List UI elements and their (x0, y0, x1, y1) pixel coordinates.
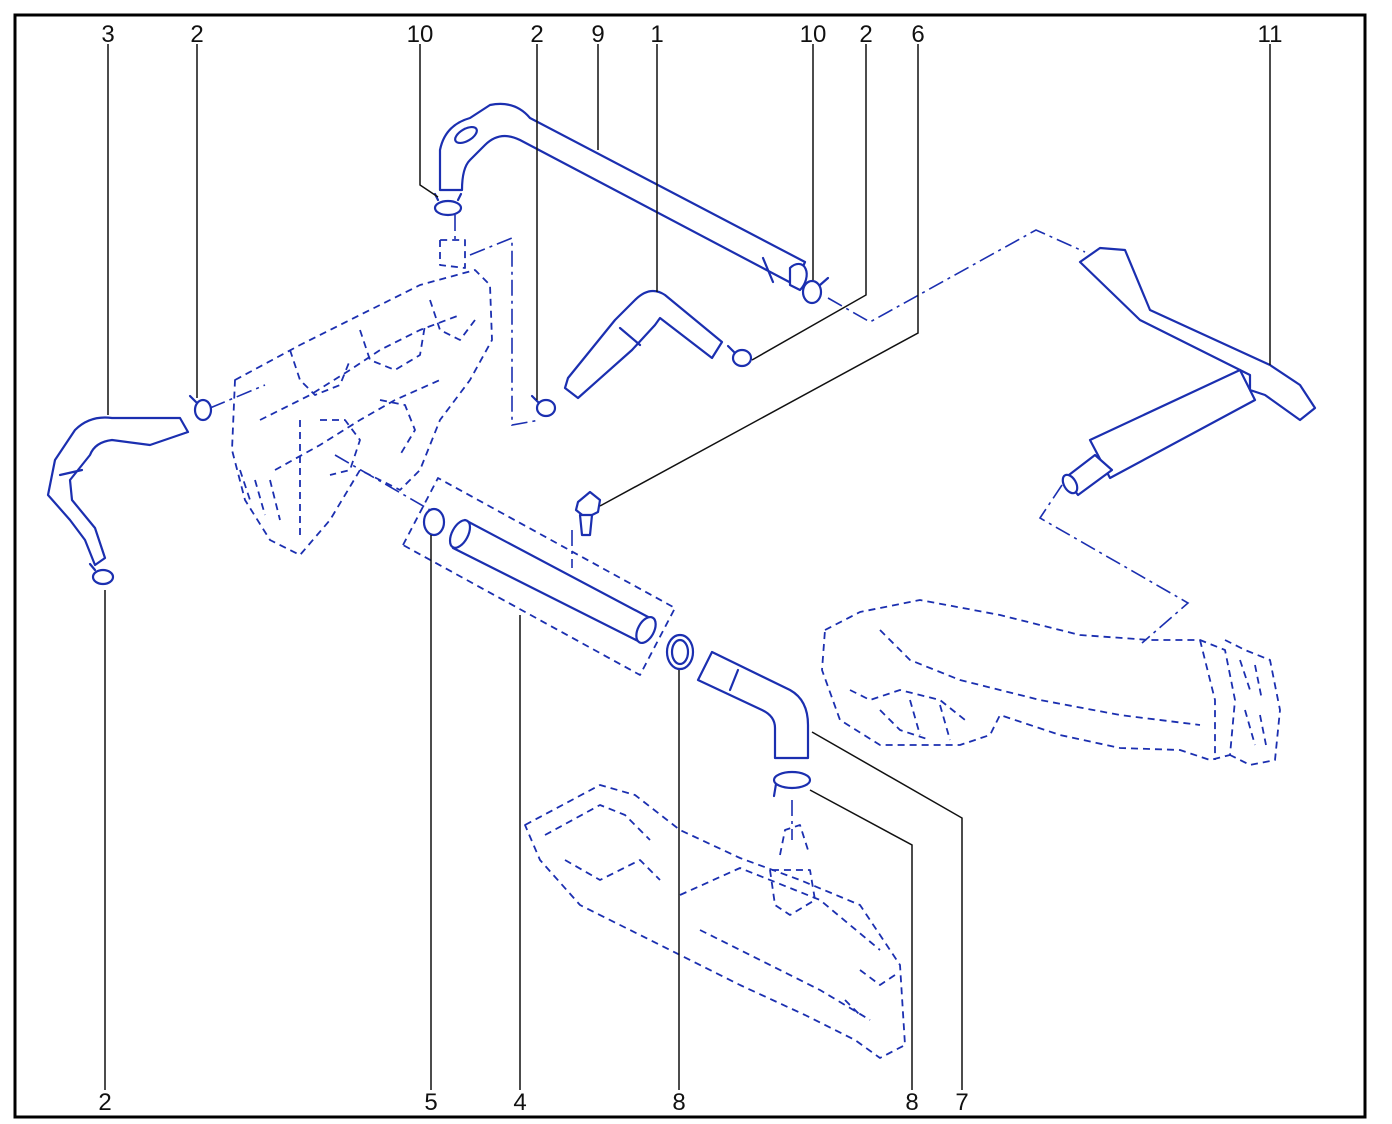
clamp-part-8-lower (772, 770, 812, 798)
callout-3-top: 3 (101, 21, 114, 48)
callout-2-top-a: 2 (190, 21, 203, 48)
pipe-part-4 (402, 477, 676, 676)
manifold-gasket-ghost (524, 784, 906, 1059)
air-duct-ghost (821, 599, 1281, 766)
clamp-part-8-upper (665, 633, 695, 671)
hose-part-3 (46, 416, 190, 567)
assembly-center-lines (209, 215, 1190, 840)
clamp-part-2-lower-left (88, 562, 115, 586)
callout-9-top: 9 (591, 21, 604, 48)
hose-part-7 (696, 650, 810, 760)
callout-10-top-b: 10 (800, 21, 827, 48)
callout-2-top-c: 2 (859, 21, 872, 48)
hose-part-1 (563, 289, 724, 400)
callout-2-bottom: 2 (98, 1089, 111, 1116)
callout-8-bottom-a: 8 (672, 1089, 685, 1116)
callout-labels: 3 2 10 2 9 1 10 2 6 11 2 5 4 8 8 7 (98, 21, 1282, 1116)
hose-part-9 (438, 102, 808, 292)
callout-11-top: 11 (1258, 21, 1283, 48)
callout-2-top-b: 2 (530, 21, 543, 48)
clamp-part-2-center (530, 394, 557, 418)
cylinder-head-ghost (231, 239, 493, 556)
hose-part-11 (1061, 246, 1317, 497)
callout-1-top: 1 (650, 21, 663, 48)
bolt-part-6 (574, 490, 602, 537)
oring-part-5 (422, 507, 446, 537)
callout-10-top-a: 10 (407, 21, 434, 48)
callout-8-bottom-b: 8 (905, 1089, 918, 1116)
clamp-part-2-upper-left (188, 394, 213, 422)
callout-6-top: 6 (911, 21, 924, 48)
callout-4-bottom: 4 (513, 1089, 526, 1116)
callout-5-bottom: 5 (424, 1089, 437, 1116)
clamp-part-10-right (801, 276, 830, 305)
diagram-frame (13, 13, 1367, 1119)
clamp-part-10-left (433, 192, 463, 217)
clamp-part-2-right (726, 344, 753, 368)
leader-lines (104, 44, 1271, 1090)
callout-7-bottom: 7 (955, 1089, 968, 1116)
